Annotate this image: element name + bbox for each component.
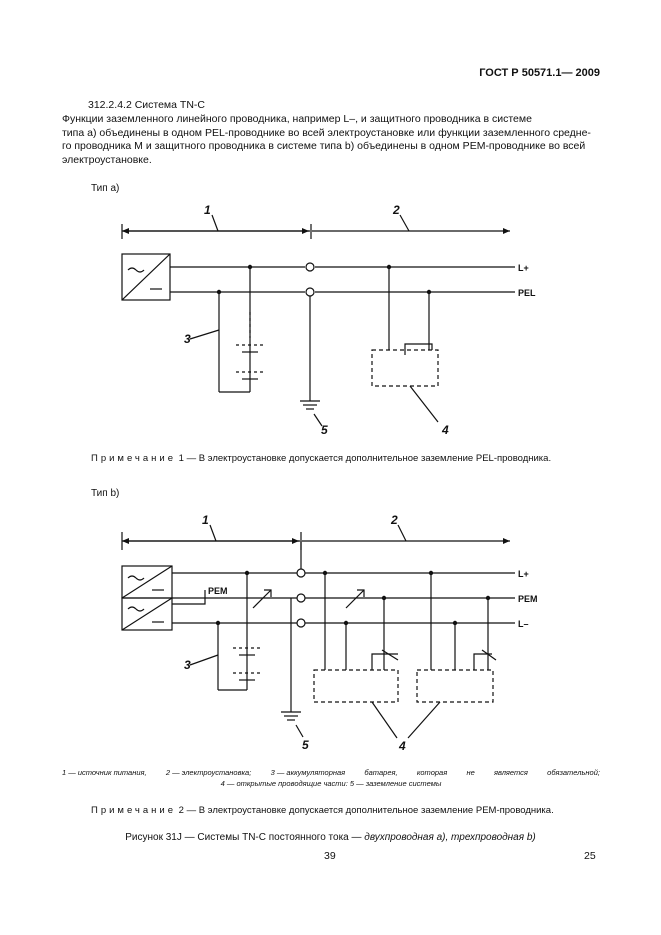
source-pem-label: PEM bbox=[208, 586, 228, 596]
note-lead: Примечание bbox=[91, 453, 176, 464]
conductor-label-lplus: L+ bbox=[518, 263, 529, 273]
conductor-label-pel: PEL bbox=[518, 288, 536, 298]
caption-prefix: Рисунок 31J — Системы TN-C постоянного т… bbox=[125, 832, 362, 843]
callout-4: 4 bbox=[441, 423, 449, 437]
conductor-label-lplus: L+ bbox=[518, 569, 529, 579]
legend-item: батарея, bbox=[364, 768, 398, 777]
type-a-label: Тип а) bbox=[91, 183, 120, 194]
callout-4: 4 bbox=[398, 739, 406, 753]
legend-item: 3 — аккумуляторная bbox=[270, 768, 346, 777]
callout-2: 2 bbox=[392, 203, 400, 217]
diagram-type-a: 1 2 3 4 5 L+ PEL bbox=[121, 203, 536, 437]
paragraph-line: го проводника М и защитного проводника в… bbox=[62, 140, 586, 152]
section-paragraph: Функции заземленного линейного проводник… bbox=[62, 113, 600, 167]
conductor-label-lminus: L– bbox=[518, 619, 529, 629]
diagram-type-b: 1 2 3 4 5 PEM L+ PEM L– bbox=[121, 513, 538, 753]
callout-5: 5 bbox=[302, 738, 309, 752]
callout-5: 5 bbox=[321, 423, 328, 437]
legend-item: не bbox=[466, 768, 475, 777]
legend-item: 1 — источник питания, bbox=[62, 768, 147, 777]
note-text: 1 — В электроустановке допускается допол… bbox=[178, 453, 552, 464]
callout-1: 1 bbox=[204, 203, 211, 217]
section-title: 312.2.4.2 Система TN-C bbox=[88, 99, 205, 111]
note-lead: Примечание bbox=[91, 805, 176, 816]
paragraph-line: Функции заземленного линейного проводник… bbox=[62, 113, 532, 125]
legend-item: 2 — электроустановка; bbox=[165, 768, 252, 777]
paragraph-line: типа а) объединены в одном PEL-проводник… bbox=[62, 126, 591, 139]
conductor-label-pem: PEM bbox=[518, 594, 538, 604]
paragraph-line: электроустановке. bbox=[62, 153, 152, 166]
note-1: Примечание 1 — В электроустановке допуск… bbox=[91, 453, 551, 464]
callout-3: 3 bbox=[184, 332, 191, 346]
note-2: Примечание 2 — В электроустановке допуск… bbox=[91, 805, 554, 816]
callout-2: 2 bbox=[390, 513, 398, 527]
figure-caption: Рисунок 31J — Системы TN-C постоянного т… bbox=[0, 832, 661, 843]
figure-legend: 1 — источник питания, 2 — электроустанов… bbox=[62, 767, 600, 789]
legend-line-2: 4 — открытые проводящие части: 5 — зазем… bbox=[220, 779, 442, 788]
legend-item: которая bbox=[416, 768, 448, 777]
page-number-left: 39 bbox=[324, 850, 336, 862]
note-text: 2 — В электроустановке допускается допол… bbox=[178, 805, 554, 816]
type-b-label: Тип b) bbox=[91, 488, 120, 499]
standard-header: ГОСТ Р 50571.1— 2009 bbox=[479, 67, 600, 79]
caption-italic: двухпроводная а), трехпроводная b) bbox=[364, 832, 536, 843]
legend-line-1: 1 — источник питания, 2 — электроустанов… bbox=[62, 767, 600, 778]
callout-1: 1 bbox=[202, 513, 209, 527]
legend-item: обязательной; bbox=[547, 768, 600, 777]
callout-3: 3 bbox=[184, 658, 191, 672]
legend-item: является bbox=[494, 768, 528, 777]
page-number-right: 25 bbox=[584, 850, 596, 862]
